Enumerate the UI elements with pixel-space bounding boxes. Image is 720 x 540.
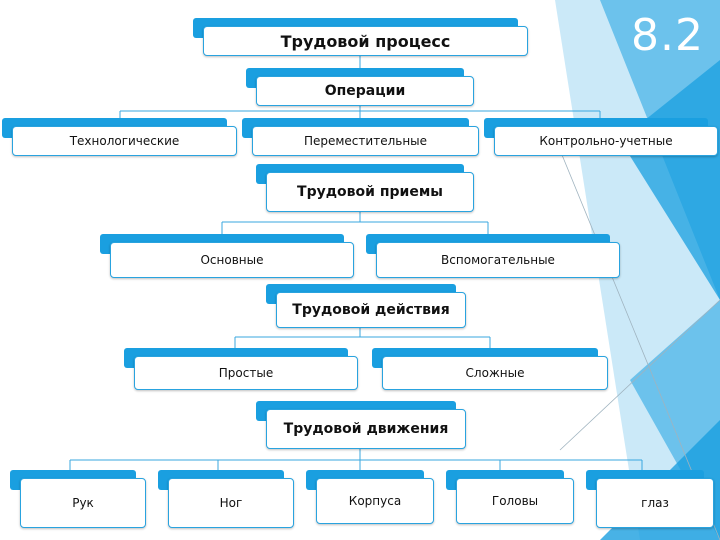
node-technological: Технологические [2,118,237,156]
node-complex-label: Сложные [382,356,608,390]
node-control-label: Контрольно-учетные [494,126,718,156]
node-heads-label: Головы [456,478,574,524]
node-moving-label: Переместительные [252,126,479,156]
node-simple-label: Простые [134,356,358,390]
slide-number: 8.2 [631,10,704,61]
node-basic-label: Основные [110,242,354,278]
node-moving: Переместительные [242,118,479,156]
node-body: Корпуса [306,470,434,524]
decor-line-2 [559,299,720,451]
node-operations-label: Операции [256,76,474,106]
node-operations: Операции [246,68,474,106]
node-auxiliary: Вспомогательные [366,234,620,278]
node-eyes-label: глаз [596,478,714,528]
node-hands: Рук [10,470,146,528]
node-actions-label: Трудовой действия [276,292,466,328]
node-movements: Трудовой движения [256,401,466,449]
node-technological-label: Технологические [12,126,237,156]
node-auxiliary-label: Вспомогательные [376,242,620,278]
node-complex: Сложные [372,348,608,390]
node-hands-label: Рук [20,478,146,528]
node-basic: Основные [100,234,354,278]
node-labor-process-label: Трудовой процесс [203,26,528,56]
node-eyes: глаз [586,470,714,528]
node-techniques: Трудовой приемы [256,164,474,212]
node-simple: Простые [124,348,358,390]
node-actions: Трудовой действия [266,284,466,328]
node-legs: Ног [158,470,294,528]
node-heads: Головы [446,470,574,524]
node-legs-label: Ног [168,478,294,528]
node-body-label: Корпуса [316,478,434,524]
node-movements-label: Трудовой движения [266,409,466,449]
node-control: Контрольно-учетные [484,118,718,156]
node-labor-process: Трудовой процесс [193,18,528,56]
node-techniques-label: Трудовой приемы [266,172,474,212]
